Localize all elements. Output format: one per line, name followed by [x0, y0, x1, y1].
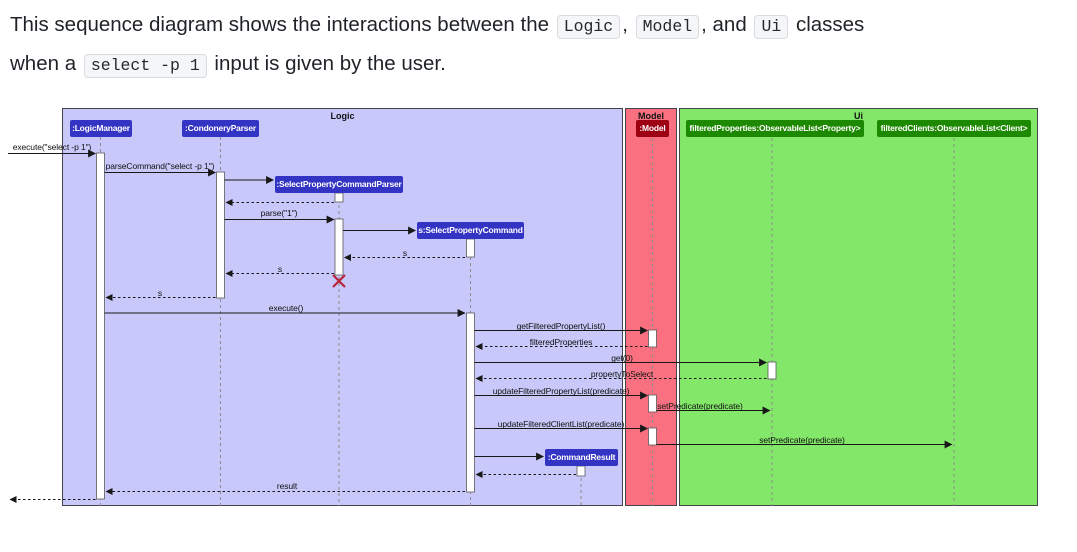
participant-filteredproperties: filteredProperties:ObservableList<Proper… — [686, 120, 864, 137]
intro-segment: classes — [790, 13, 865, 36]
participant-selectpropertycommandparser: :SelectPropertyCommandParser — [275, 176, 403, 193]
message-label-return-s-1: s — [402, 248, 408, 258]
message-label-return-s-3: s — [157, 288, 163, 298]
message-label-execute-input: execute("select -p 1") — [12, 142, 92, 152]
participant-model: :Model — [636, 120, 669, 137]
participant-logicmanager: :LogicManager — [70, 120, 132, 137]
message-label-parse: parse("1") — [260, 208, 298, 218]
message-label-getfilteredpropertylist: getFilteredPropertyList() — [516, 321, 606, 331]
message-label-setpredicate-1: setPredicate(predicate) — [657, 401, 743, 411]
participant-filteredclients: filteredClients:ObservableList<Client> — [877, 120, 1031, 137]
message-label-return-s-2: s — [277, 264, 283, 274]
intro-segment: This sequence diagram shows the interact… — [10, 13, 555, 36]
message-label-propertytoselect: propertyToSelect — [590, 369, 654, 379]
inline-code-ui: Ui — [754, 15, 789, 39]
participant-commandresult: :CommandResult — [545, 449, 618, 466]
frame-model-label: Model — [638, 111, 664, 121]
inline-code-select-command: select -p 1 — [83, 54, 207, 78]
intro-segment: when a — [10, 52, 82, 75]
frame-logic-label: Logic — [330, 111, 355, 121]
frame-ui: Ui — [679, 108, 1038, 506]
participant-condoneryparser: :CondoneryParser — [182, 120, 259, 137]
intro-segment: input is given by the user. — [208, 52, 446, 75]
frame-model: Model — [625, 108, 677, 506]
message-label-execute: execute() — [268, 303, 304, 313]
inline-code-logic: Logic — [556, 15, 621, 39]
message-label-parsecommand: parseCommand("select -p 1") — [105, 161, 215, 171]
message-label-filteredproperties: filteredProperties — [529, 337, 593, 347]
message-label-updatefilteredpropertylist: updateFilteredPropertyList(predicate) — [492, 386, 630, 396]
frame-ui-label: Ui — [854, 111, 863, 121]
message-label-updatefilteredclientlist: updateFilteredClientList(predicate) — [497, 419, 625, 429]
message-label-get0: get(0) — [611, 353, 633, 363]
inline-code-model: Model — [635, 15, 700, 39]
message-label-setpredicate-2: setPredicate(predicate) — [759, 435, 845, 445]
message-label-result: result — [276, 481, 298, 491]
intro-segment: , — [622, 13, 634, 36]
frame-logic: Logic — [62, 108, 623, 506]
intro-segment: , and — [701, 13, 753, 36]
participant-selectpropertycommand: s:SelectPropertyCommand — [417, 222, 524, 239]
intro-text: This sequence diagram shows the interact… — [10, 6, 1060, 84]
